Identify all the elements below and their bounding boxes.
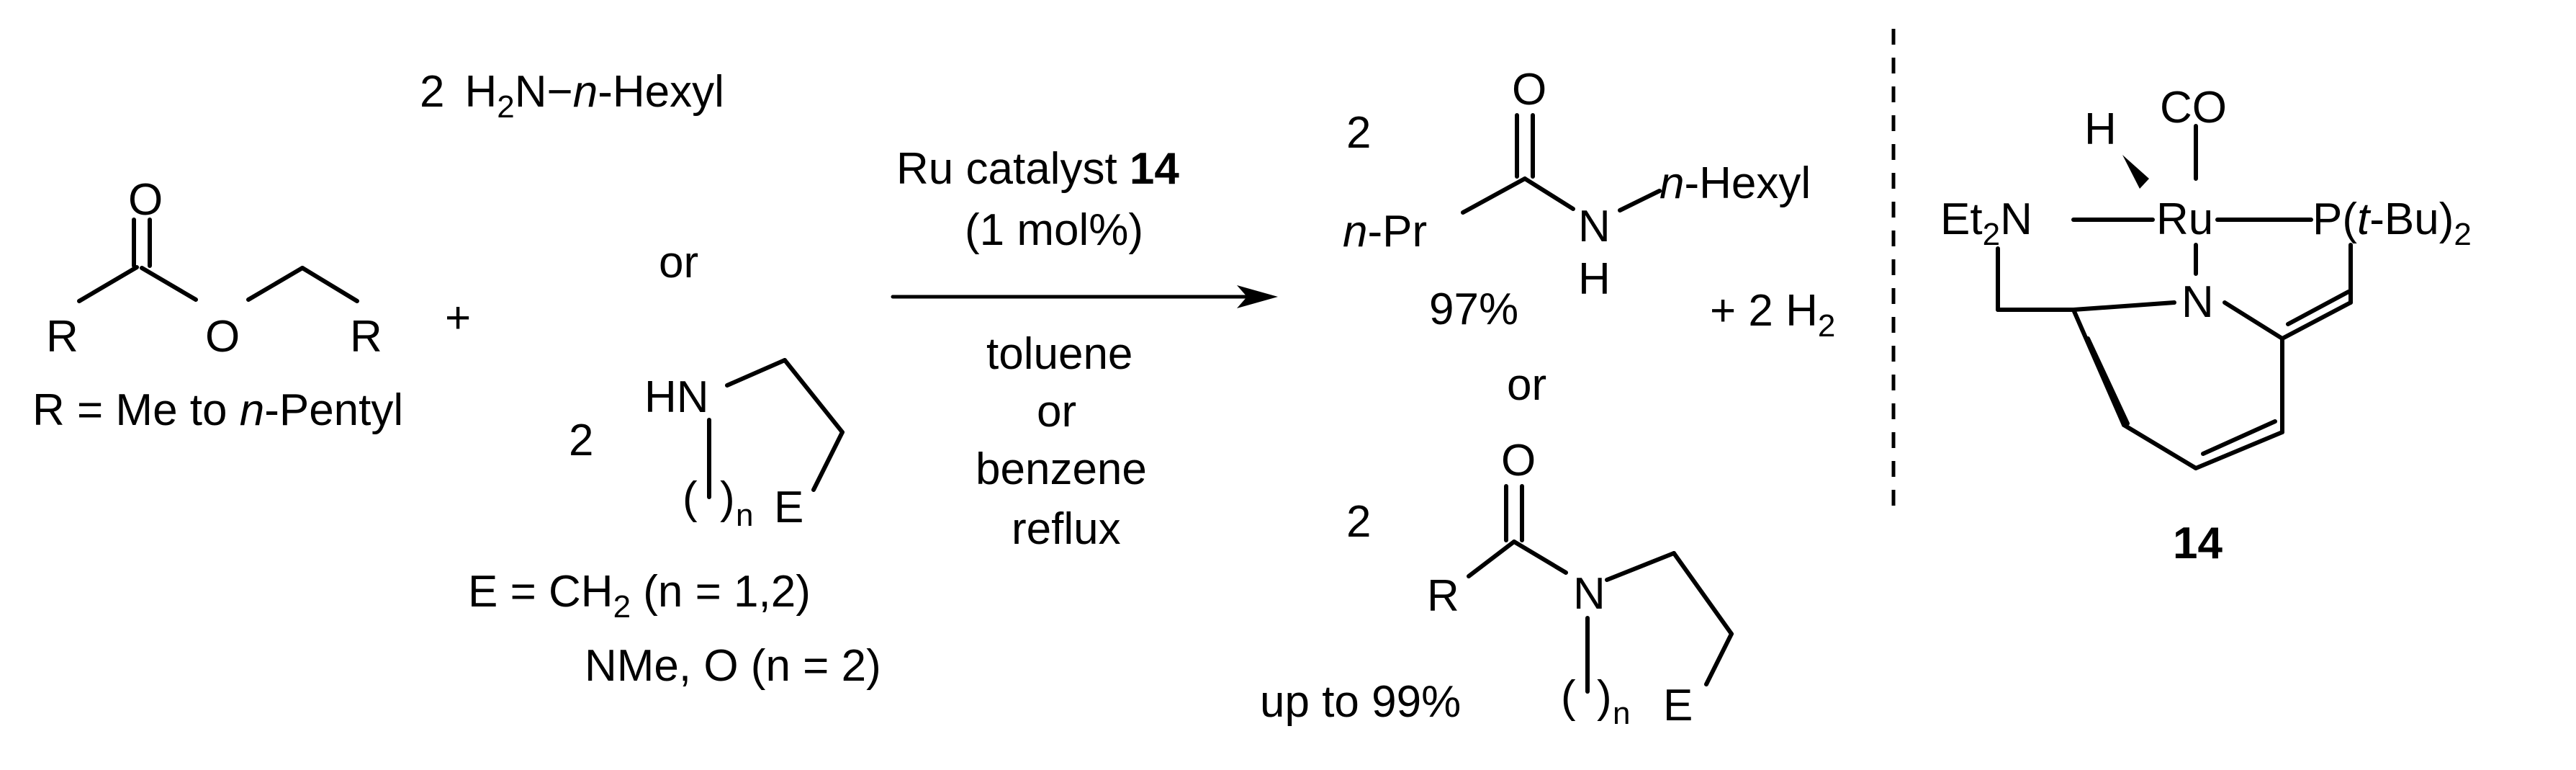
product-bottom-bond-c2-e <box>1704 632 1734 686</box>
product-top-coefficient: 2 <box>1346 108 1371 158</box>
ester-r-left: R <box>46 312 78 362</box>
ester-bond-r-c <box>77 265 139 303</box>
cyclic-amine-paren-close: ) <box>720 473 735 523</box>
cyclic-amine-hn: HN <box>644 372 709 422</box>
reaction-arrow-head <box>1237 285 1278 308</box>
product-top-bond-pr-c <box>1461 176 1527 215</box>
catalyst-co: CO <box>2160 83 2227 133</box>
cyclic-amine: 2 HN ( ) n E E = CH2 (n = 1,2) NMe, O (n… <box>468 358 881 691</box>
product-bottom-o: O <box>1501 436 1536 485</box>
catalyst-bond-c2-c3 <box>2071 308 2126 427</box>
cyclic-amine-bond-n-c1 <box>725 358 787 388</box>
catalyst-et2n: Et2N <box>1940 194 2032 252</box>
cyclic-amine-coefficient: 2 <box>569 416 593 465</box>
catalyst-ru: Ru <box>2156 194 2213 244</box>
ester-r-definition: R = Me to n-Pentyl <box>32 385 403 435</box>
catalyst-h: H <box>2084 104 2117 154</box>
ester-structure: R O O R R = Me to n-Pentyl <box>32 175 403 435</box>
or-between-products: or <box>1507 360 1546 410</box>
product-amide-hexyl: 2 O n-Pr N H n-Hexyl 97% <box>1343 65 1811 334</box>
product-top-npr: n-Pr <box>1343 207 1427 256</box>
product-top-hexyl: n-Hexyl <box>1659 158 1811 208</box>
cyclic-amine-e: E <box>774 483 803 532</box>
ester-bond-ch2-r <box>300 266 359 303</box>
solvent-toluene: toluene <box>986 329 1132 379</box>
ester-bond-c-o <box>140 266 198 302</box>
or-between-amines: or <box>659 238 698 287</box>
catalyst-bond-c3-c4 <box>2122 423 2198 470</box>
product-top-n: N <box>1578 202 1611 251</box>
product-bottom-bond-r-c <box>1467 540 1516 578</box>
catalyst-wedge-bond <box>2122 155 2149 189</box>
solvent-or: or <box>1037 387 1076 437</box>
catalyst-bond-c6-exo <box>2280 300 2353 341</box>
product-top-bond-n-hexyl <box>1618 189 1662 212</box>
cyclic-amine-definition-1: E = CH2 (n = 1,2) <box>468 567 811 624</box>
product-bottom-bond-n-c1 <box>1605 551 1676 582</box>
ester-o-carbonyl: O <box>128 175 163 225</box>
solvent-benzene: benzene <box>976 444 1147 494</box>
catalyst-label: 14 <box>2173 519 2223 568</box>
catalyst-n-pyridine: N <box>2181 277 2214 327</box>
catalyst-loading: (1 mol%) <box>965 205 1143 255</box>
product-bottom-n: N <box>1573 569 1606 619</box>
product-bottom-bond-c1-c2 <box>1672 551 1734 636</box>
product-bottom-coefficient: 2 <box>1346 497 1371 547</box>
reflux-text: reflux <box>1012 504 1121 554</box>
ester-r-right: R <box>350 312 382 362</box>
reaction-conditions: Ru catalyst 14 (1 mol%) toluene or benze… <box>891 144 1278 554</box>
catalyst-bond-c4-inner <box>2201 419 2277 456</box>
product-bottom-paren-close: ) <box>1597 672 1612 722</box>
product-bottom-yield: up to 99% <box>1260 677 1461 727</box>
catalyst-bond-n-c6 <box>2223 300 2284 341</box>
catalyst-14-structure: H CO Et2N Ru P(t-Bu)2 N 14 <box>1940 83 2472 568</box>
product-top-yield: 97% <box>1429 285 1518 334</box>
cyclic-amine-paren-open: ( <box>683 473 698 523</box>
cyclic-amine-bond-c1-c2 <box>783 358 845 434</box>
cyclic-amine-definition-2: NMe, O (n = 2) <box>585 641 881 691</box>
plus-sign: + <box>445 293 471 343</box>
catalyst-bond-c3-inner <box>2086 336 2130 426</box>
catalyst-text: Ru catalyst 14 <box>896 144 1179 194</box>
catalyst-bond-c2-n <box>2071 300 2176 312</box>
product-bottom-paren-open: ( <box>1561 672 1576 722</box>
product-bottom-bond-c-n <box>1512 540 1568 575</box>
ester-bond-o-ch2 <box>246 266 305 302</box>
product-top-h: H <box>1578 254 1611 304</box>
catalyst-p-tbu: P(t-Bu)2 <box>2312 194 2472 252</box>
product-top-bond-c-n <box>1523 176 1575 211</box>
product-amide-cyclic: 2 O R N ( ) n E up to 99% <box>1260 436 1734 731</box>
product-bottom-n-subscript: n <box>1613 696 1630 731</box>
product-top-o: O <box>1512 65 1546 115</box>
cyclic-amine-bond-c2-e <box>811 430 845 492</box>
ester-o-ether: O <box>205 312 240 362</box>
hydrogen-byproduct: + 2 H2 <box>1710 286 1835 344</box>
cyclic-amine-n-subscript: n <box>736 498 753 533</box>
catalyst-bond-exo-inner <box>2286 290 2351 326</box>
catalyst-bond-c4-c5 <box>2194 430 2284 470</box>
product-bottom-r: R <box>1427 571 1459 621</box>
product-bottom-e: E <box>1663 681 1693 730</box>
